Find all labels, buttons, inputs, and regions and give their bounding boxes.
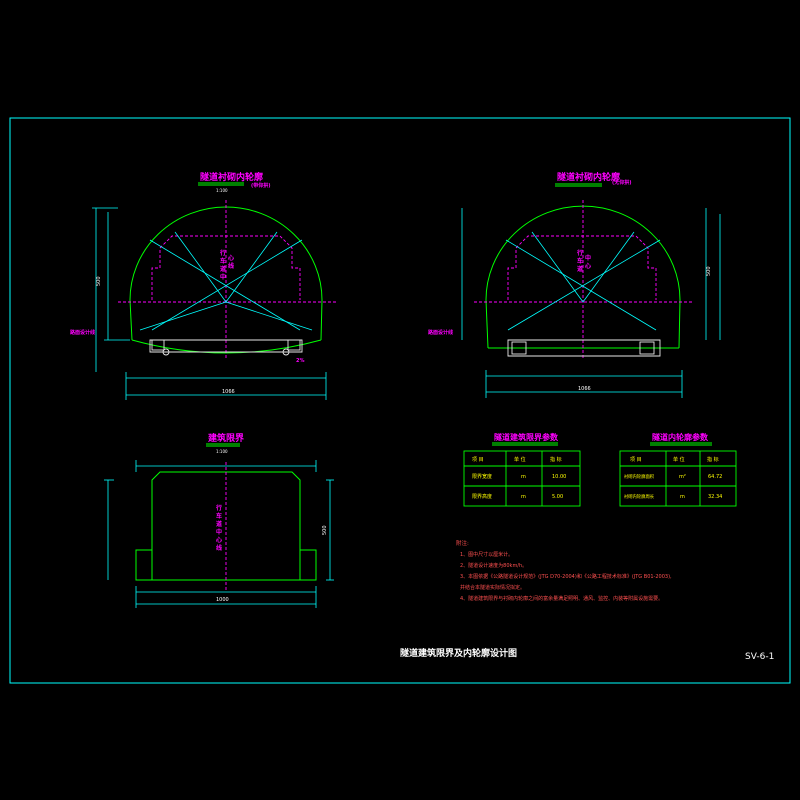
left-height-dim: 500 bbox=[96, 276, 102, 286]
note-line: 并结合本隧道实际情况拟定。 bbox=[460, 584, 525, 591]
svg-text:2%: 2% bbox=[296, 358, 305, 364]
clearance-envelope bbox=[135, 471, 317, 581]
left-total-width-dim: 1066 bbox=[222, 389, 235, 395]
drawing-title: 隧道建筑限界及内轮廓设计图 bbox=[400, 647, 517, 659]
table-header: 指 标 bbox=[550, 456, 562, 463]
clearance-width-dim: 1000 bbox=[216, 597, 229, 603]
svg-text:线: 线 bbox=[228, 262, 234, 270]
right-section-subtitle: (无仰拱) bbox=[612, 179, 632, 186]
clearance-title: 建筑限界 bbox=[208, 432, 244, 444]
table-header: 项 目 bbox=[472, 457, 484, 463]
table-cell: 64.72 bbox=[708, 474, 722, 480]
svg-text:心: 心 bbox=[228, 254, 234, 262]
svg-text:中: 中 bbox=[220, 273, 226, 281]
sheet-number: SV-6-1 bbox=[745, 652, 774, 662]
table-cell: 32.34 bbox=[708, 494, 722, 500]
right-tunnel-section: 隧道衬砌内轮廓 (无仰拱) 行 车 道 中 心 500 1066 路面设计线 bbox=[428, 171, 721, 398]
svg-text:中: 中 bbox=[585, 254, 591, 262]
svg-text:道: 道 bbox=[220, 265, 226, 273]
table-header: 单 位 bbox=[514, 456, 526, 463]
table-cell: 10.00 bbox=[552, 474, 566, 480]
left-road-deck bbox=[149, 339, 303, 353]
clearance-view: 建筑限界 1:100 行 车 道 中 心 线 1000 500 bbox=[104, 432, 334, 608]
svg-text:行: 行 bbox=[576, 249, 583, 257]
svg-text:线: 线 bbox=[216, 544, 222, 552]
table-cell: 限界宽度 bbox=[472, 473, 492, 480]
right-total-width-dim: 1066 bbox=[578, 386, 591, 392]
table-cell: 衬砌内轮廓面积 bbox=[624, 473, 655, 480]
left-section-subtitle: (带仰拱) bbox=[251, 182, 271, 189]
clearance-height-dim: 500 bbox=[322, 525, 328, 535]
left-section-title: 隧道衬砌内轮廓 bbox=[200, 171, 263, 183]
table-cell: m bbox=[521, 494, 526, 500]
svg-text:心: 心 bbox=[216, 536, 222, 544]
note-line: 1、图中尺寸以厘米计。 bbox=[460, 551, 513, 558]
right-section-title: 隧道衬砌内轮廓 bbox=[557, 171, 620, 183]
table-header: 指 标 bbox=[707, 456, 719, 463]
left-section-scale: 1:100 bbox=[216, 188, 228, 193]
svg-text:路面设计线: 路面设计线 bbox=[428, 329, 453, 336]
profile-table-title: 隧道内轮廓参数 bbox=[652, 432, 709, 442]
clearance-parameter-table: 隧道建筑限界参数 项 目 单 位 指 标 限界宽度 m 10.00 限界高度 m… bbox=[463, 432, 581, 507]
svg-text:车: 车 bbox=[577, 257, 583, 265]
notes-block: 附注: 1、图中尺寸以厘米计。 2、隧道设计速度为80km/h。 3、本图依据《… bbox=[456, 539, 672, 602]
notes-heading: 附注: bbox=[456, 539, 469, 547]
table-header: 单 位 bbox=[673, 456, 685, 463]
right-height-dim: 500 bbox=[706, 266, 712, 276]
table-cell: 衬砌内轮廓周长 bbox=[624, 493, 655, 500]
note-line: 2、隧道设计速度为80km/h。 bbox=[460, 562, 527, 569]
note-line: 4、隧道建筑限界与衬砌内轮廓之间的富余量满足照明、通风、监控、内装等附属设施需要… bbox=[460, 595, 663, 602]
right-clearance-outline bbox=[507, 235, 657, 300]
table-cell: m bbox=[680, 494, 685, 500]
note-line: 3、本图依据《公路隧道设计规范》(JTG D70-2004)和《公路工程技术标准… bbox=[460, 573, 672, 580]
right-road-deck bbox=[507, 339, 661, 357]
table-header: 项 目 bbox=[630, 457, 642, 463]
table-cell: 限界高度 bbox=[472, 493, 492, 500]
table-cell: 5.00 bbox=[552, 494, 563, 500]
svg-text:行: 行 bbox=[215, 504, 222, 512]
svg-text:中: 中 bbox=[216, 528, 222, 536]
clearance-scale: 1:100 bbox=[216, 449, 228, 454]
table-cell: m bbox=[521, 474, 526, 480]
left-tunnel-section: 隧道衬砌内轮廓 (带仰拱) 1:100 行 车 道 中 心 线 bbox=[70, 171, 336, 400]
svg-text:心: 心 bbox=[585, 262, 591, 270]
svg-text:行: 行 bbox=[219, 249, 226, 257]
drawing-frame bbox=[9, 117, 791, 684]
svg-text:车: 车 bbox=[220, 257, 226, 265]
profile-parameter-table: 隧道内轮廓参数 项 目 单 位 指 标 衬砌内轮廓面积 m² 64.72 衬砌内… bbox=[619, 432, 737, 507]
svg-text:道: 道 bbox=[216, 520, 222, 528]
svg-text:路面设计线: 路面设计线 bbox=[70, 329, 95, 336]
svg-text:道: 道 bbox=[577, 265, 583, 273]
svg-text:车: 车 bbox=[216, 512, 222, 520]
table-cell: m² bbox=[679, 474, 686, 480]
clearance-table-title: 隧道建筑限界参数 bbox=[494, 432, 559, 442]
